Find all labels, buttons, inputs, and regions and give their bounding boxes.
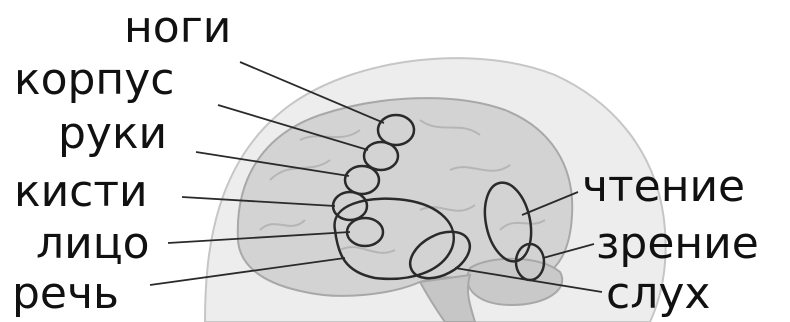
label-vision: зрение (596, 222, 759, 266)
label-legs: ноги (124, 6, 231, 50)
label-speech: речь (12, 272, 119, 316)
label-arms: руки (58, 112, 167, 156)
label-hearing: слух (606, 272, 710, 316)
label-torso: корпус (14, 58, 174, 102)
label-reading: чтение (582, 165, 745, 209)
label-face: лицо (36, 222, 150, 266)
label-hands: кисти (14, 170, 148, 214)
cerebellum (467, 259, 562, 305)
